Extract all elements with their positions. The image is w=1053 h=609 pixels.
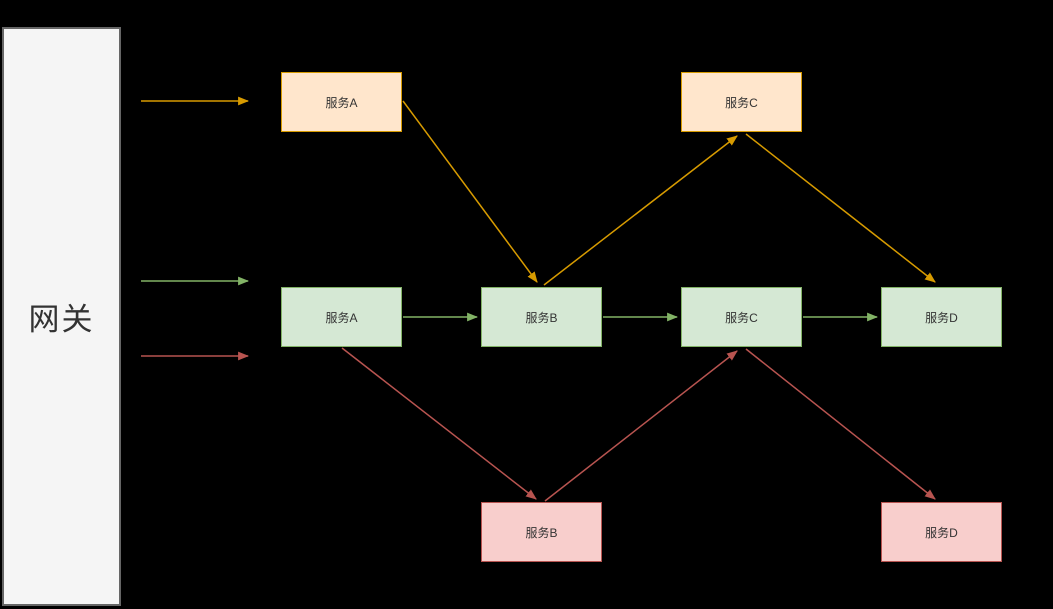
- edge-red-b-to-green-c: [544, 350, 738, 502]
- node-red-service-b: 服务B: [481, 502, 602, 562]
- edge-orange-a-to-green-b: [402, 100, 538, 283]
- node-label: 服务C: [725, 95, 758, 110]
- edge-green-b-to-orange-c: [543, 135, 738, 286]
- node-green-service-d: 服务D: [881, 287, 1002, 347]
- gateway-label: 网关: [28, 302, 95, 337]
- node-orange-service-a: 服务A: [281, 72, 402, 132]
- node-green-service-a: 服务A: [281, 287, 402, 347]
- edge-orange-c-to-green-d: [745, 133, 936, 283]
- node-green-service-c: 服务C: [681, 287, 802, 347]
- node-orange-service-c: 服务C: [681, 72, 802, 132]
- node-label: 服务A: [325, 95, 358, 110]
- edge-green-a-to-red-b: [341, 347, 537, 500]
- node-label: 服务A: [325, 310, 358, 325]
- node-green-service-b: 服务B: [481, 287, 602, 347]
- edge-green-c-to-red-d: [745, 348, 936, 500]
- node-label: 服务B: [525, 310, 558, 325]
- gateway-node: 网关: [2, 27, 121, 606]
- node-label: 服务D: [925, 525, 958, 540]
- node-red-service-d: 服务D: [881, 502, 1002, 562]
- node-label: 服务C: [725, 310, 758, 325]
- node-label: 服务B: [525, 525, 558, 540]
- node-label: 服务D: [925, 310, 958, 325]
